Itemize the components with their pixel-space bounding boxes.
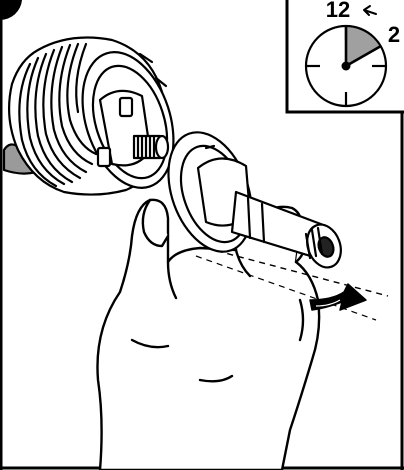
clock-inset: 12 2 — [287, 0, 404, 112]
valve-cartridge — [4, 38, 190, 200]
step-badge — [0, 0, 22, 20]
clock-label-end: 2 — [388, 22, 400, 47]
clock-label-start: 12 — [326, 0, 350, 22]
clock-center — [342, 62, 351, 71]
